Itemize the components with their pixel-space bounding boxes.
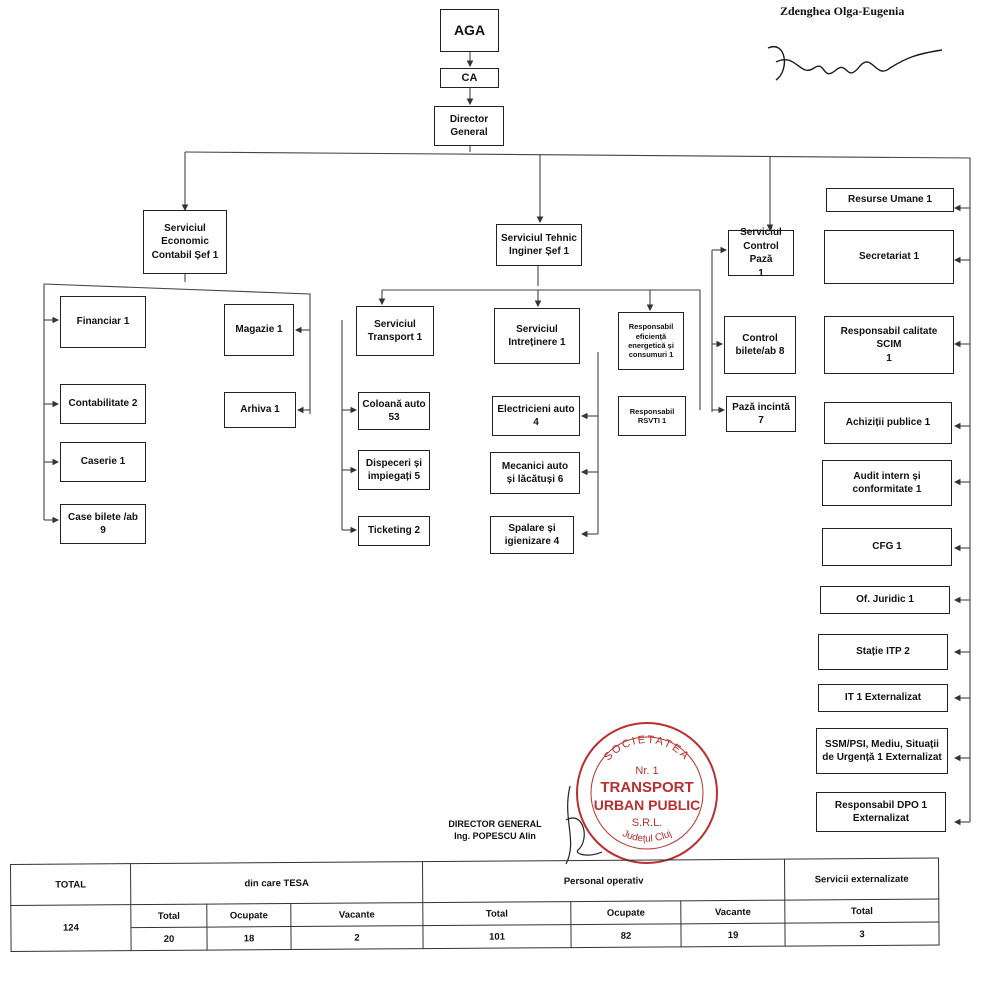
staff-summary-table: TOTAL din care TESA Personal operativ Se… [10, 858, 940, 952]
coloana-auto-box: Coloană auto 53 [358, 392, 430, 430]
serviciul-control-paza-box: Serviciul Control Pază 1 [728, 227, 794, 279]
it-box: IT 1 Externalizat [818, 684, 948, 712]
ca-box: CA [440, 68, 499, 88]
tesa-ocupate-value: 18 [206, 926, 292, 951]
tesa-vacante-value: 2 [290, 925, 424, 950]
op-ocupate-label: Ocupate [570, 900, 681, 925]
arhiva-box: Arhiva 1 [224, 392, 296, 428]
svg-text:Județul Cluj: Județul Cluj [621, 828, 674, 844]
serviciul-intretinere-box: Serviciul Intreținere 1 [494, 308, 580, 364]
director-name: Ing. POPESCU Alin [454, 831, 536, 842]
tesa-total-label: Total [130, 904, 207, 928]
tesa-total-value: 20 [130, 927, 208, 951]
svg-text:SOCIETATEA: SOCIETATEA [602, 734, 692, 763]
serviciul-tehnic-box: Serviciul Tehnic Inginer Șef 1 [496, 224, 582, 266]
caserie-box: Caserie 1 [60, 442, 146, 482]
stamp-nr: Nr. 1 [635, 765, 658, 777]
tesa-header: din care TESA [130, 861, 423, 905]
op-vacante-value: 19 [680, 923, 786, 947]
director-signature-block: DIRECTOR GENERAL Ing. POPESCU Alin [440, 818, 550, 842]
responsabil-eficienta-box: Responsabil eficiență energetică și cons… [618, 312, 684, 370]
signature [767, 45, 943, 81]
externalizate-header: Servicii externalizate [784, 858, 939, 901]
electricieni-box: Electricieni auto 4 [492, 396, 580, 436]
responsabil-calitate-box: Responsabil calitate SCIM 1 [824, 316, 954, 374]
ext-total-label: Total [784, 899, 939, 924]
achizitii-box: Achiziții publice 1 [824, 402, 952, 444]
secretariat-box: Secretariat 1 [824, 230, 954, 284]
responsabil-rsvti-box: Responsabil RSVTI 1 [618, 396, 686, 436]
tesa-ocupate-label: Ocupate [206, 903, 291, 928]
responsabil-dpo-box: Responsabil DPO 1 Externalizat [816, 792, 946, 832]
director-general-box: Director General [434, 106, 504, 146]
audit-box: Audit intern și conformitate 1 [822, 460, 952, 506]
paza-incinta-box: Pază incintă 7 [726, 396, 796, 432]
case-bilete-box: Case bilete /ab 9 [60, 504, 146, 544]
magazie-box: Magazie 1 [224, 304, 294, 356]
resurse-umane-box: Resurse Umane 1 [826, 188, 954, 212]
director-signature-scribble [565, 785, 603, 865]
ticketing-box: Ticketing 2 [358, 516, 430, 546]
stamp-line3: S.R.L. [632, 817, 663, 829]
signatory-name: Zdenghea Olga-Eugenia [780, 4, 905, 18]
op-total-label: Total [422, 901, 571, 926]
mecanici-box: Mecanici auto și lăcătuși 6 [490, 452, 580, 494]
serviciul-transport-box: Serviciul Transport 1 [356, 306, 434, 356]
operativ-header: Personal operativ [422, 859, 785, 903]
op-ocupate-value: 82 [570, 923, 682, 948]
serviciul-economic-box: Serviciul Economic Contabil Șef 1 [143, 210, 227, 274]
statie-itp-box: Stație ITP 2 [818, 634, 948, 670]
contabilitate-box: Contabilitate 2 [60, 384, 146, 424]
op-total-value: 101 [422, 924, 572, 949]
ext-total-value: 3 [784, 922, 940, 947]
company-stamp: SOCIETATEA Nr. 1 TRANSPORT URBAN PUBLIC … [572, 718, 722, 868]
director-title: DIRECTOR GENERAL [448, 819, 542, 829]
cfg-box: CFG 1 [822, 528, 952, 566]
total-header: TOTAL [10, 863, 131, 906]
tesa-vacante-label: Vacante [290, 902, 423, 927]
stamp-top-text: SOCIETATEA [602, 734, 690, 763]
op-vacante-label: Vacante [680, 900, 785, 924]
ssm-box: SSM/PSI, Mediu, Situații de Urgență 1 Ex… [816, 728, 948, 774]
dispeceri-box: Dispeceri și impiegați 5 [358, 450, 430, 490]
stamp-bottom-text: Județul Cluj [621, 828, 674, 844]
stamp-line2: URBAN PUBLIC [594, 797, 701, 813]
total-value: 124 [10, 904, 132, 952]
oficiu-juridic-box: Of. Juridic 1 [820, 586, 950, 614]
aga-box: AGA [440, 9, 499, 52]
financiar-box: Financiar 1 [60, 296, 146, 348]
spalare-box: Spalare și igienizare 4 [490, 516, 574, 554]
control-bilete-box: Control bilete/ab 8 [724, 316, 796, 374]
stamp-line1: TRANSPORT [600, 779, 693, 796]
